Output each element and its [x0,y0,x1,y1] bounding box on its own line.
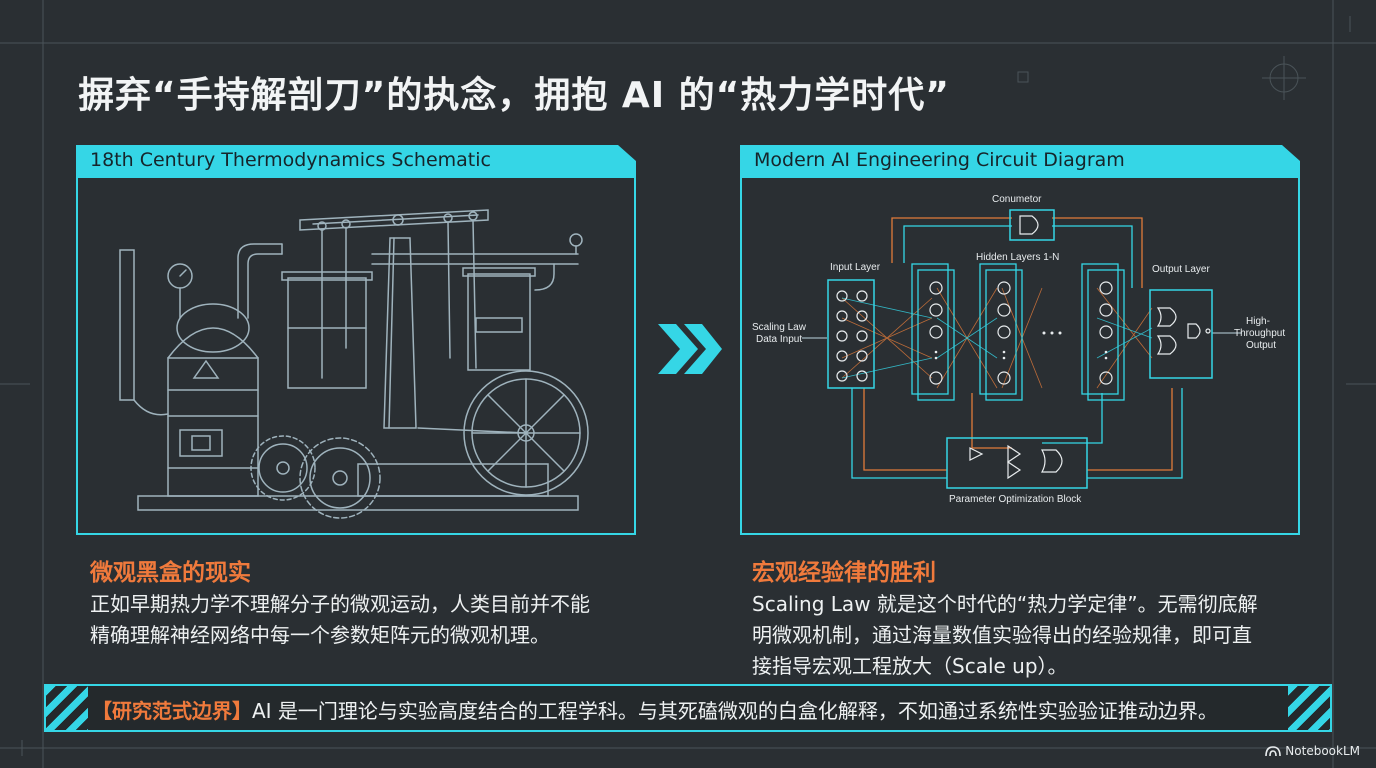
throughput-label: Throughput [1234,328,1285,339]
notebooklm-logo: NotebookLM [1265,744,1360,758]
high-label: High- [1246,316,1270,327]
ai-circuit-panel: Modern AI Engineering Circuit Diagram [740,145,1300,535]
notebooklm-logo-text: NotebookLM [1285,744,1360,758]
banner-message: AI 是一门理论与实验高度结合的工程学科。与其死磕微观的白盒化解释，不如通过系统… [252,699,1218,723]
thermodynamics-panel-title: 18th Century Thermodynamics Schematic [90,149,491,171]
notebooklm-logo-icon [1265,746,1282,757]
scaling-law-label: Scaling Law [752,322,807,333]
macro-law-line-2: 明微观机制，通过海量数值实验得出的经验规律，即可直 [752,623,1252,647]
macro-law-line-3: 接指导宏观工程放大（Scale up）。 [752,654,1068,678]
micro-blackbox-title: 微观黑盒的现实 [90,560,251,586]
page-title: 摒弃“手持解剖刀”的执念，拥抱 AI 的“热力学时代” [78,75,950,116]
macro-law-text: Scaling Law 就是这个时代的“热力学定律”。无需彻底解 明微观机制，通… [752,589,1312,682]
banner-tag: 【研究范式边界】 [92,699,252,723]
banner-stripes-right [1288,686,1330,730]
ai-circuit-diagram: Conumetor Input Layer Hidden Layers 1-N … [752,194,1285,505]
research-boundary-banner: 【研究范式边界】AI 是一门理论与实验高度结合的工程学科。与其死磕微观的白盒化解… [44,684,1332,732]
macro-law-line-1: Scaling Law 就是这个时代的“热力学定律”。无需彻底解 [752,592,1258,616]
parameter-block-label: Parameter Optimization Block [949,494,1082,505]
banner-text: 【研究范式边界】AI 是一门理论与实验高度结合的工程学科。与其死磕微观的白盒化解… [92,695,1218,724]
micro-blackbox-text: 正如早期热力学不理解分子的微观运动，人类目前并不能 精确理解神经网络中每一个参数… [90,589,650,651]
output-layer-label: Output Layer [1152,264,1210,275]
output-label: Output [1246,340,1276,351]
steam-engine-schematic [119,209,589,519]
thermodynamics-panel: 18th Century Thermodynamics Schematic [76,145,636,535]
micro-blackbox-line-2: 精确理解神经网络中每一个参数矩阵元的微观机理。 [90,623,550,647]
ai-circuit-panel-body: Conumetor Input Layer Hidden Layers 1-N … [740,178,1300,535]
banner-stripes-left [46,686,88,730]
thermodynamics-panel-body [76,178,636,535]
macro-law-title: 宏观经验律的胜利 [752,560,936,586]
conumetor-label: Conumetor [992,194,1042,205]
thermodynamics-panel-header: 18th Century Thermodynamics Schematic [76,145,636,178]
ai-circuit-panel-title: Modern AI Engineering Circuit Diagram [754,149,1125,171]
micro-blackbox-line-1: 正如早期热力学不理解分子的微观运动，人类目前并不能 [90,592,590,616]
hidden-layers-label: Hidden Layers 1-N [976,252,1059,263]
transition-arrow-icon [658,324,722,374]
data-input-label: Data Input [756,334,802,345]
ai-circuit-panel-header: Modern AI Engineering Circuit Diagram [740,145,1300,178]
input-layer-label: Input Layer [830,262,881,273]
